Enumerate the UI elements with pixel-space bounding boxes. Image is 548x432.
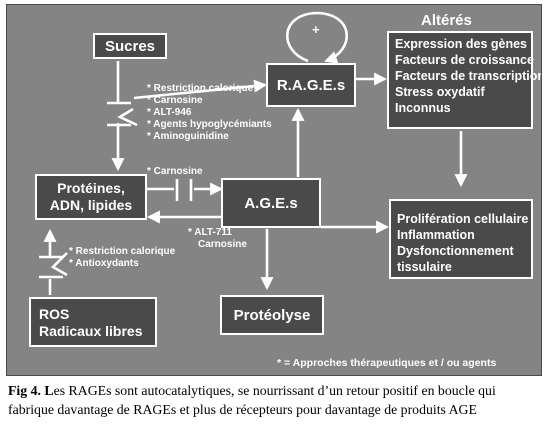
figure-caption: Fig 4. Les RAGEs sont autocatalytiques, … bbox=[8, 381, 544, 419]
sucres-label: Sucres bbox=[104, 37, 156, 55]
inhibit-pointer-ros bbox=[50, 252, 68, 277]
loop-plus-sign: + bbox=[312, 22, 320, 37]
ros-inhibitors-label: * Restriction calorique * Antioxydants bbox=[69, 246, 176, 269]
sucres-box: Sucres bbox=[93, 33, 167, 59]
caption-fig-label: Fig 4. L bbox=[8, 383, 54, 398]
ros-label-line1: ROS bbox=[39, 306, 70, 322]
alteres-item: Facteurs de croissance bbox=[395, 53, 534, 67]
alteres-item: Facteurs de transcription bbox=[395, 69, 542, 83]
proteolyse-label: Protéolyse bbox=[233, 306, 311, 324]
ros-label-line2: Radicaux libres bbox=[39, 323, 143, 339]
alteres-item: Stress oxydatif bbox=[395, 85, 485, 99]
sucres-inhibitors-label: * Restriction calorique * Carnosine * AL… bbox=[147, 83, 272, 142]
proteines-label-line2: ADN, lipides bbox=[49, 197, 133, 213]
alteres-box: Expression des gènes Facteurs de croissa… bbox=[387, 31, 542, 129]
proliferation-item: tissulaire bbox=[397, 260, 452, 274]
inhibit-pointer-sucres bbox=[117, 107, 138, 127]
alteres-heading: Altérés bbox=[421, 12, 472, 29]
arrow-sucres-rages bbox=[133, 79, 268, 100]
flow-arrows bbox=[39, 11, 468, 295]
legend-label: * = Approches thérapeutiques et / ou age… bbox=[277, 357, 497, 369]
ages-label: A.G.E.s bbox=[244, 194, 298, 212]
caption-line2: fabrique davantage de RAGEs et plus de r… bbox=[8, 402, 477, 417]
proteines-label-line1: Protéines, bbox=[57, 180, 125, 196]
rages-label: R.A.G.E.s bbox=[276, 76, 346, 94]
diagram-figure: Sucres R.A.G.E.s + Altérés Expression de… bbox=[6, 4, 542, 376]
ages-box: A.G.E.s bbox=[221, 178, 321, 228]
caption-line1: es RAGEs sont autocatalytiques, se nourr… bbox=[53, 383, 496, 398]
carnosine-inhibitor-label: * Carnosine bbox=[147, 166, 203, 177]
rages-box: R.A.G.E.s bbox=[266, 63, 356, 107]
ages-inhibitors-label: * ALT-711 Carnosine bbox=[188, 227, 247, 250]
rages-self-loop bbox=[285, 11, 349, 64]
proliferation-item: Inflammation bbox=[397, 228, 475, 242]
proliferation-box: Prolifération cellulaire Inflammation Dy… bbox=[389, 199, 533, 279]
proteines-box: Protéines, ADN, lipides bbox=[35, 174, 147, 220]
proteolyse-box: Protéolyse bbox=[220, 295, 324, 335]
ros-box: ROS Radicaux libres bbox=[29, 297, 157, 347]
proliferation-item: Dysfonctionnement bbox=[397, 244, 514, 258]
alteres-item: Inconnus bbox=[395, 101, 451, 115]
proliferation-item: Prolifération cellulaire bbox=[397, 212, 529, 226]
alteres-item: Expression des gènes bbox=[395, 37, 528, 51]
